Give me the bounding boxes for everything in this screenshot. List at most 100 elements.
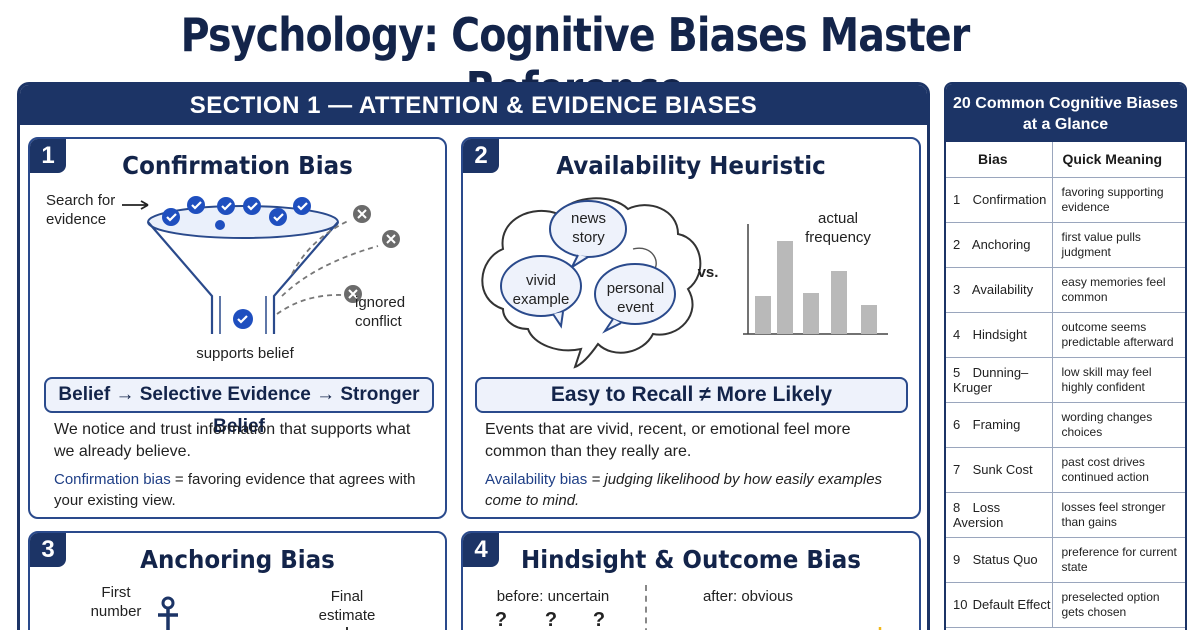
row-number: 9 <box>953 552 961 567</box>
after-obvious-label: after: obvious <box>702 588 794 605</box>
row-number: 2 <box>953 237 961 252</box>
bias-name: Sunk Cost <box>972 462 1033 477</box>
definition-term: Availability bias <box>485 471 588 488</box>
row-number: 3 <box>953 282 961 297</box>
first-number-label: First number <box>90 584 142 620</box>
bias-name: Status Quo <box>972 552 1038 567</box>
bias-name-cell: 8 Loss Aversion <box>946 492 1052 538</box>
bias-meaning: favoring supporting evidence <box>1051 177 1185 223</box>
ignored-conflict-label: ignored conflict <box>355 294 406 330</box>
divider <box>645 585 647 630</box>
bias-meaning: past cost drives continued action <box>1051 447 1185 493</box>
bubble-vivid-example: vivid example <box>512 272 570 308</box>
question-mark: ? <box>494 609 508 630</box>
card-title: Confirmation Bias <box>122 151 353 180</box>
card-confirmation-bias: 1 Confirmation Bias Search for evidence <box>28 137 447 519</box>
card-title: Availability Heuristic <box>556 151 826 180</box>
before-uncertain-label: before: uncertain <box>496 588 610 605</box>
card-hindsight-outcome-bias: 4 Hindsight & Outcome Bias before: uncer… <box>461 531 921 630</box>
availability-description: Events that are vivid, recent, or emotio… <box>485 421 851 460</box>
bias-meaning: low skill may feel highly confident <box>1051 357 1185 403</box>
bias-name-cell: 7 Sunk Cost <box>946 447 1052 493</box>
bias-name: Framing <box>972 417 1021 432</box>
bias-name: Availability <box>971 282 1034 297</box>
row-number: 10 <box>953 597 968 612</box>
bias-name-cell: 3 Availability <box>946 267 1052 313</box>
card-anchoring-bias: 3 Anchoring Bias First number Final esti… <box>28 531 447 630</box>
bias-meaning: easy memories feel common <box>1051 267 1185 313</box>
row-number: 1 <box>953 192 961 207</box>
supports-belief-label: supports belief <box>196 345 294 362</box>
biases-at-a-glance-table: 20 Common Cognitive Biases at a Glance B… <box>944 82 1187 630</box>
funnel-illustration <box>122 196 400 334</box>
confirmation-definition: Confirmation bias = favoring evidence th… <box>54 469 424 511</box>
definition-text: = favoring evidence that agrees with you… <box>54 471 416 509</box>
confirmation-description: We notice and trust information that sup… <box>54 421 411 460</box>
bias-name-cell: 9 Status Quo <box>946 537 1052 583</box>
card-availability-heuristic: 2 Availability Heuristic news story vivi… <box>461 137 921 519</box>
definition-text: = judging likelihood by how easily examp… <box>485 471 883 509</box>
bias-name-cell: 1 Confirmation <box>946 177 1052 223</box>
card-number: 3 <box>30 533 66 567</box>
definition-term: Confirmation bias <box>54 471 171 488</box>
row-number: 8 <box>953 499 961 515</box>
question-mark: ? <box>544 609 558 630</box>
card-number: 1 <box>30 139 66 173</box>
bias-name-cell: 5 Dunning–Kruger <box>946 357 1052 403</box>
question-mark: ? <box>592 609 606 630</box>
card-title: Hindsight & Outcome Bias <box>520 545 861 574</box>
row-number: 7 <box>953 462 961 477</box>
card-title: Anchoring Bias <box>140 545 335 574</box>
row-number: 5 <box>953 364 961 380</box>
bias-name: Default Effect <box>972 597 1051 612</box>
section-title: SECTION 1 — ATTENTION & EVIDENCE BIASES <box>20 85 927 125</box>
row-number: 4 <box>953 327 961 342</box>
availability-flow: Easy to Recall ≠ More Likely <box>475 377 908 413</box>
bias-name: Confirmation <box>972 192 1047 207</box>
row-number: 6 <box>953 417 961 432</box>
bias-meaning: preselected option gets chosen <box>1051 582 1185 628</box>
bias-name-cell: 4 Hindsight <box>946 312 1052 358</box>
confirmation-flow: Belief → Selective Evidence → Stronger B… <box>44 377 434 437</box>
bias-name: Dunning–Kruger <box>953 364 1029 395</box>
section-attention-evidence: SECTION 1 — ATTENTION & EVIDENCE BIASES … <box>17 82 930 630</box>
brain-illustration <box>481 197 888 369</box>
column-header-meaning: Quick Meaning <box>1051 142 1185 178</box>
card-number: 2 <box>463 139 499 173</box>
bias-meaning: wording changes choices <box>1051 402 1185 448</box>
bias-meaning: outcome seems predictable afterward <box>1051 312 1185 358</box>
column-header-bias: Bias <box>946 142 1052 178</box>
trophy-icon <box>878 627 882 630</box>
search-evidence-label: Search for evidence <box>46 192 116 228</box>
availability-definition: Availability bias = judging likelihood b… <box>485 469 905 511</box>
bubble-personal-event: personal event <box>606 280 665 316</box>
bias-name: Anchoring <box>971 237 1031 252</box>
bias-name-cell: 6 Framing <box>946 402 1052 448</box>
card-number: 4 <box>463 533 499 567</box>
bias-meaning: first value pulls judgment <box>1051 222 1185 268</box>
bias-meaning: losses feel stronger than gains <box>1051 492 1185 538</box>
table-title: 20 Common Cognitive Biases at a Glance <box>946 84 1185 142</box>
check-icon <box>162 196 311 230</box>
estimate-line <box>346 627 348 630</box>
bias-name-cell: 2 Anchoring <box>946 222 1052 268</box>
bubble-news-story: news story <box>570 210 607 246</box>
bias-name: Loss Aversion <box>953 499 1004 530</box>
vs-label: vs. <box>697 264 719 281</box>
bias-name: Hindsight <box>972 327 1027 342</box>
actual-frequency-label: actual frequency <box>805 210 871 246</box>
anchor-icon <box>158 596 178 630</box>
final-estimate-label: Final estimate <box>318 588 376 624</box>
bias-name-cell: 10 Default Effect <box>946 582 1052 628</box>
